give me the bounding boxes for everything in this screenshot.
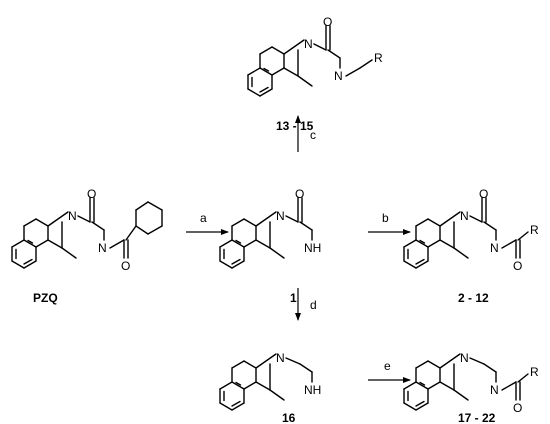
oxygen-label: O [513, 401, 522, 415]
compound-label-17-22: 17 - 22 [458, 411, 496, 424]
nitrogen-label: N [460, 351, 469, 365]
structure-17-22: N N O R [404, 351, 539, 415]
amine-label: NH [304, 383, 321, 397]
oxygen-label: O [121, 259, 130, 273]
compound-label-1: 1 [290, 291, 297, 305]
nitrogen-label: N [304, 37, 313, 51]
step-label-a: a [200, 211, 207, 225]
step-label-c: c [310, 128, 316, 142]
structure-pzq: O N N O [12, 187, 163, 273]
nitrogen-label: N [276, 351, 285, 365]
oxygen-label: O [87, 187, 96, 201]
nitrogen-label: N [490, 241, 499, 255]
nitrogen-label: N [98, 241, 107, 255]
r-group-label: R [530, 365, 539, 379]
structure-13-15: O N N R [248, 15, 383, 96]
oxygen-label: O [513, 259, 522, 273]
amine-label: NH [304, 241, 321, 255]
structure-1: O N NH [220, 187, 321, 268]
structure-2-12: O N N O R [404, 187, 539, 273]
step-label-e: e [384, 359, 391, 373]
nitrogen-label: N [490, 383, 499, 397]
compound-label-13-15: 13 - 15 [276, 119, 314, 133]
compound-label-pzq: PZQ [33, 291, 58, 305]
nitrogen-label: N [276, 209, 285, 223]
step-label-d: d [310, 298, 317, 312]
structure-16: N NH [220, 351, 321, 410]
compound-label-2-12: 2 - 12 [458, 291, 489, 305]
compound-label-16: 16 [282, 411, 296, 424]
nitrogen-label: N [334, 69, 343, 83]
oxygen-label: O [479, 187, 488, 201]
r-group-label: R [374, 51, 383, 65]
oxygen-label: O [295, 187, 304, 201]
step-label-b: b [382, 211, 389, 225]
nitrogen-label: N [460, 209, 469, 223]
oxygen-label: O [323, 15, 332, 29]
r-group-label: R [530, 223, 539, 237]
nitrogen-label: N [68, 209, 77, 223]
